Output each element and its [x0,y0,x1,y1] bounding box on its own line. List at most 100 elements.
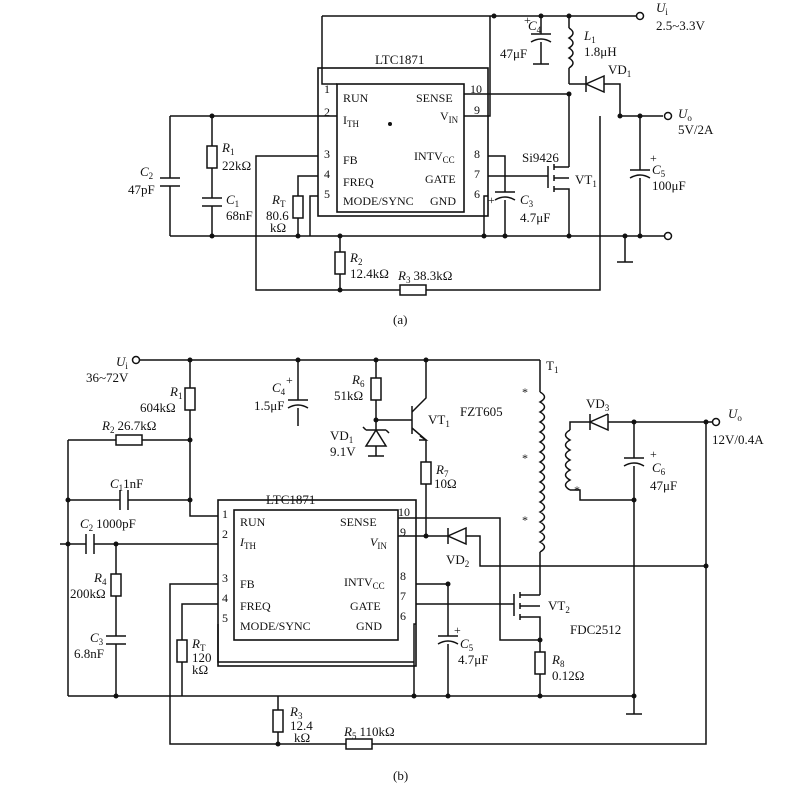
l1-label-a: L1 [583,28,596,45]
pin-ith-b: ITH [239,535,256,551]
caption-b: (b) [393,768,408,783]
c5-value-b: 4.7μF [458,652,488,667]
pin-num-9-b: 9 [400,525,406,539]
c3-plus-a: + [488,193,495,207]
c5-plus-b: + [454,623,461,637]
pin-num-1-b: 1 [222,507,228,521]
pin-num-3-a: 3 [324,147,330,161]
ic-outline-a [317,67,489,217]
output-value-a: 5V/2A [678,122,714,137]
pin-vin-b: VIN [370,535,387,551]
ic-name-a: LTC1871 [375,52,424,67]
r1-value-a: 22kΩ [222,158,251,173]
r1-value-b: 604kΩ [140,400,176,415]
c6-label-b: C6 [652,460,666,477]
pin-num-10-a: 10 [470,82,482,96]
pin-num-8-b: 8 [400,569,406,583]
r3-label-b: R3 [289,704,303,721]
t1-dot-4: * [574,483,580,497]
t1-label-b: T1 [546,358,558,375]
r1-label-b: R1 [169,384,182,401]
pin-num-7-b: 7 [400,589,406,603]
pin-gnd-b: GND [356,619,382,633]
vt2-part-b: FDC2512 [570,622,621,637]
pin-num-6-b: 6 [400,609,406,623]
r3-value2-b: kΩ [294,730,310,745]
c1-value-a: 68nF [226,208,253,223]
pin-num-8-a: 8 [474,147,480,161]
vd3-label-b: VD3 [586,396,610,413]
input-value-b: 36~72V [86,370,129,385]
input-label-a: Ui [656,0,668,17]
pin-gnd-a: GND [430,194,456,208]
r8-value-b: 0.12Ω [552,668,584,683]
c5-label-b: C5 [460,636,474,653]
pin-num-5-b: 5 [222,611,228,625]
rt-label-a: RT [271,192,286,209]
r3-value1-b: 12.4 [290,718,313,733]
pin-freq-b: FREQ [240,599,271,613]
c1-label-a: C1 [226,192,239,209]
c3-label-b: C3 [90,630,104,647]
r2-label-a: R2 [349,250,362,267]
c4-label-a: C4 [528,18,542,35]
pin-num-3-b: 3 [222,571,228,585]
pin-freq-a: FREQ [343,175,374,189]
c4-label-b: C4 [272,380,286,397]
pin-vin-a: VIN [440,109,459,125]
output-label-a: Uo [678,106,692,123]
rt-label-b: RT [191,636,206,653]
output-value-b: 12V/0.4A [712,432,764,447]
pin-num-2-b: 2 [222,527,228,541]
c5-value-a: 100μF [652,178,686,193]
pin-run-a: RUN [343,91,369,105]
output-label-b: Uo [728,406,742,423]
c3-label-a: C3 [520,192,534,209]
c3-value-a: 4.7μF [520,210,550,225]
r1-label-a: R1 [221,140,234,157]
c2-label-a: C2 [140,164,153,181]
c1-label-b: C11nF [110,476,143,493]
rt-value1-b: 120 [192,650,212,665]
c6-plus-b: + [650,447,657,461]
l1-value-a: 1.8μH [584,44,617,59]
pin-mode-b: MODE/SYNC [240,619,311,633]
t1-dot-2: * [522,451,528,465]
r6-label-b: R6 [351,372,365,389]
pin-num-6-a: 6 [474,187,480,201]
vd1-label-a: VD1 [608,62,631,79]
c4-plus-a: + [524,13,531,27]
pin-num-4-a: 4 [324,167,330,181]
pin-num-9-a: 9 [474,103,480,117]
vt1-label-a: VT1 [575,172,597,189]
vd1-label-b: VD1 [330,428,353,445]
c2-value-a: 47pF [128,182,155,197]
ic-name-b: LTC1871 [266,492,315,507]
wires-a [160,11,673,296]
pin-fb-b: FB [240,577,255,591]
pin-intvcc-a: INTVCC [414,149,455,165]
pin-num-2-a: 2 [324,105,330,119]
c5-label-a: C5 [652,162,666,179]
c3-value-b: 6.8nF [74,646,104,661]
c4-value-b: 1.5μF [254,398,284,413]
pin-run-b: RUN [240,515,266,529]
caption-a: (a) [393,312,407,327]
pin-gate-b: GATE [350,599,381,613]
t1-dot-1: * [522,385,528,399]
wires-b [60,355,721,750]
pin-num-10-b: 10 [398,505,410,519]
rt-value2-b: kΩ [192,662,208,677]
ic-dot-a [388,122,392,126]
pin-mode-a: MODE/SYNC [343,194,414,208]
vt1-label-b: VT1 [428,412,450,429]
vd1-value-b: 9.1V [330,444,356,459]
r4-value-b: 200kΩ [70,586,106,601]
c6-value-b: 47μF [650,478,677,493]
c4-plus-b: + [286,373,293,387]
input-value-a: 2.5~3.3V [656,18,706,33]
